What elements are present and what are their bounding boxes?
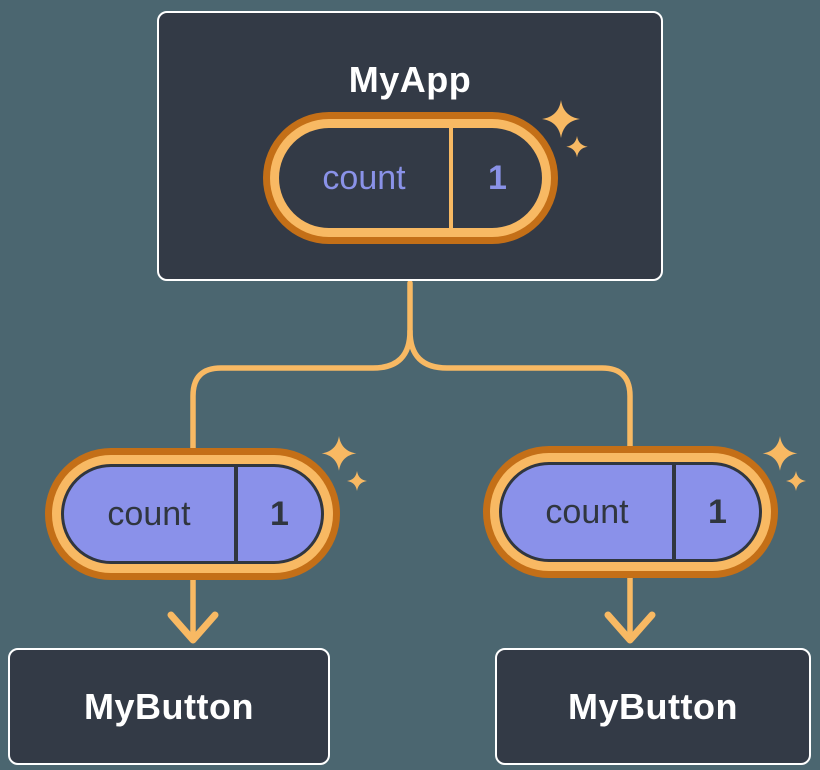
prop-value-right: 1	[672, 465, 759, 559]
child-node-right-title: MyButton	[568, 685, 738, 727]
prop-pill-left: count 1	[45, 448, 340, 580]
child-node-left-title: MyButton	[84, 685, 254, 727]
prop-name-left: count	[107, 494, 191, 533]
prop-value-left: 1	[234, 467, 321, 561]
sparkle-icon-top	[542, 100, 588, 158]
prop-name-right: count	[545, 492, 629, 531]
state-pill-ring: count 1	[270, 119, 551, 237]
state-value: 1	[449, 128, 542, 228]
state-name: count	[322, 158, 406, 197]
prop-pill-left-ring: count 1	[52, 455, 333, 573]
child-node-mybutton-left: MyButton	[8, 648, 330, 765]
root-node-title: MyApp	[348, 59, 472, 100]
prop-pill-right: count 1	[483, 446, 778, 578]
sparkle-icon-right	[762, 436, 806, 491]
arrowhead-right-icon	[604, 611, 656, 644]
child-node-mybutton-right: MyButton	[495, 648, 811, 765]
state-pill: count 1	[263, 112, 558, 244]
arrowhead-left-icon	[167, 611, 219, 644]
sparkle-icon-left	[321, 436, 367, 491]
prop-pill-right-ring: count 1	[490, 453, 771, 571]
